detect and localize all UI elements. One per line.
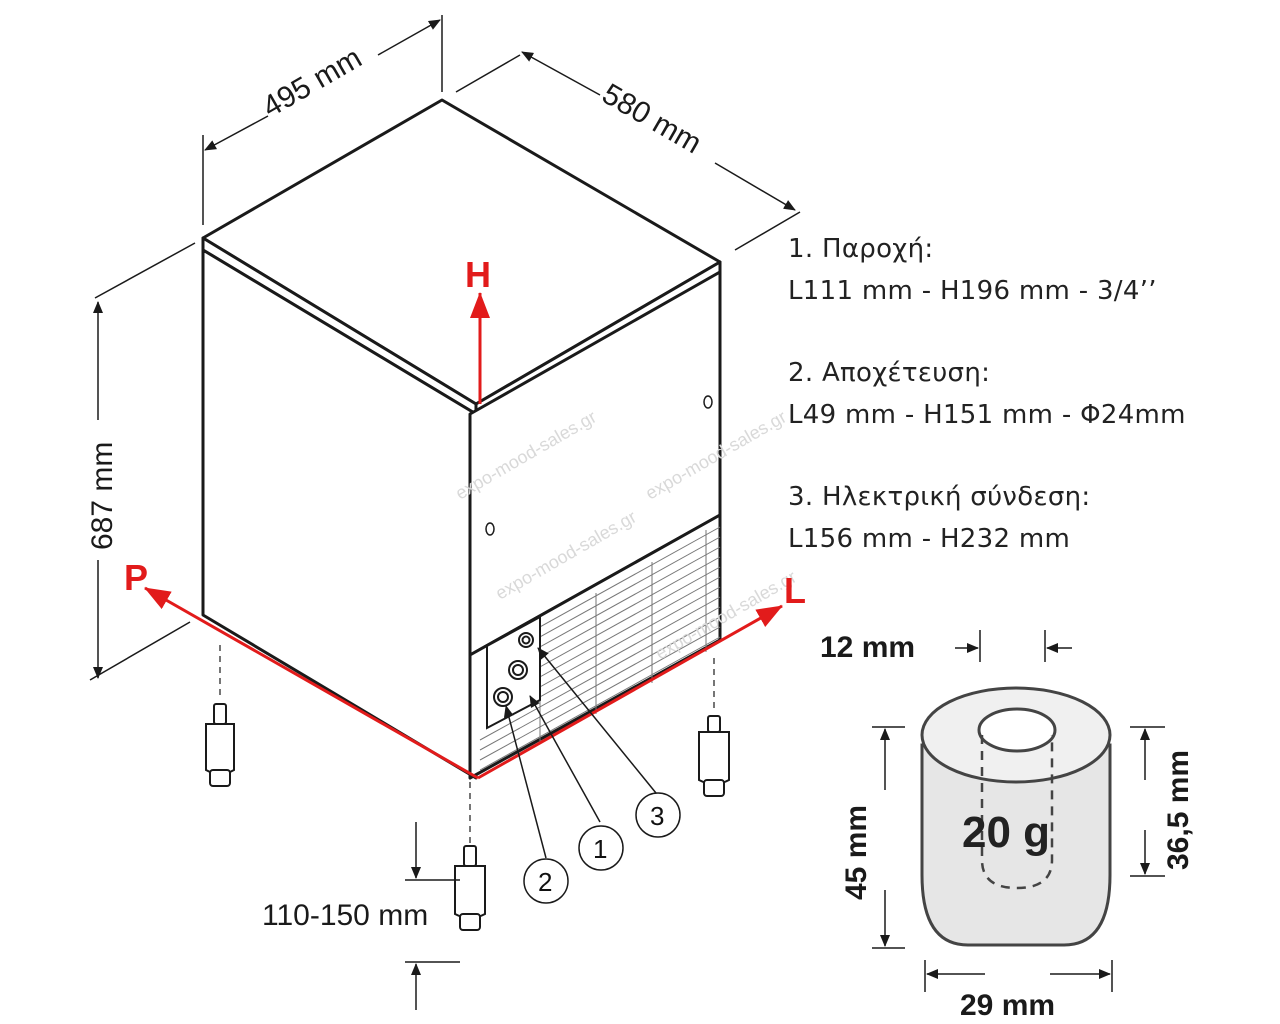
spec-electrical-title: 3. Ηλεκτρική σύνδεση: xyxy=(788,482,1091,512)
machine-body xyxy=(201,98,722,780)
spec-supply-detail: L111 mm - H196 mm - 3/4’’ xyxy=(788,276,1157,306)
screw-right-mid xyxy=(485,522,495,536)
ice-height-label: 45 mm xyxy=(840,805,873,900)
callout-2-circle xyxy=(523,858,569,904)
callout-3-number: 3 xyxy=(650,801,664,831)
callout-1-number: 1 xyxy=(593,834,607,864)
callout-2-number: 2 xyxy=(538,867,552,897)
feet-dimension-label: 110-150 mm xyxy=(262,899,428,932)
foot-left xyxy=(205,645,235,787)
width-dimension-label: 495 mm xyxy=(257,41,367,124)
ice-diameter-label: 29 mm xyxy=(960,989,1055,1022)
callout-3-circle xyxy=(635,792,681,838)
feet-dimension xyxy=(405,822,460,1010)
screw-right-top xyxy=(703,395,713,409)
axis-p-label: P xyxy=(124,557,148,598)
axis-l-label: L xyxy=(784,570,806,611)
axis-h-label: H xyxy=(465,254,491,295)
spec-supply-title: 1. Παροχή: xyxy=(788,234,934,264)
spec-electrical-detail: L156 mm - H232 mm xyxy=(788,524,1071,554)
grille-slats xyxy=(479,526,721,771)
ice-cube-hole-inner xyxy=(980,735,1054,890)
ice-cube-weight: 20 g xyxy=(962,808,1050,857)
foot-right xyxy=(698,658,730,797)
ice-dimensions xyxy=(872,630,1165,992)
axes xyxy=(144,292,783,780)
ice-cube-hole xyxy=(977,707,1057,753)
spec-drain-detail: L49 mm - H151 mm - Φ24mm xyxy=(788,400,1186,430)
feet xyxy=(205,645,730,931)
spec-drain-title: 2. Αποχέτευση: xyxy=(788,358,991,388)
spec-drain: 2. Αποχέτευση: L49 mm - H151 mm - Φ24mm xyxy=(788,352,1268,436)
spec-supply: 1. Παροχή: L111 mm - H196 mm - 3/4’’ xyxy=(788,228,1268,312)
ice-cube-body xyxy=(920,743,1112,947)
height-dimension-label: 687 mm xyxy=(86,442,119,550)
ice-hole-label: 12 mm xyxy=(820,631,915,664)
connection-plate xyxy=(486,615,541,730)
callout-1-circle xyxy=(578,825,624,871)
ice-inner-depth-label: 36,5 mm xyxy=(1162,750,1195,870)
connection-specs: 1. Παροχή: L111 mm - H196 mm - 3/4’’ 2. … xyxy=(788,228,1268,600)
spec-electrical: 3. Ηλεκτρική σύνδεση: L156 mm - H232 mm xyxy=(788,476,1268,560)
ice-cube xyxy=(920,686,1112,947)
foot-front xyxy=(454,782,486,931)
axis-p-line xyxy=(144,586,479,780)
axis-l-line xyxy=(477,604,783,780)
depth-dimension-label: 580 mm xyxy=(597,77,707,160)
callouts xyxy=(503,647,681,904)
dimension-lines xyxy=(89,15,801,681)
